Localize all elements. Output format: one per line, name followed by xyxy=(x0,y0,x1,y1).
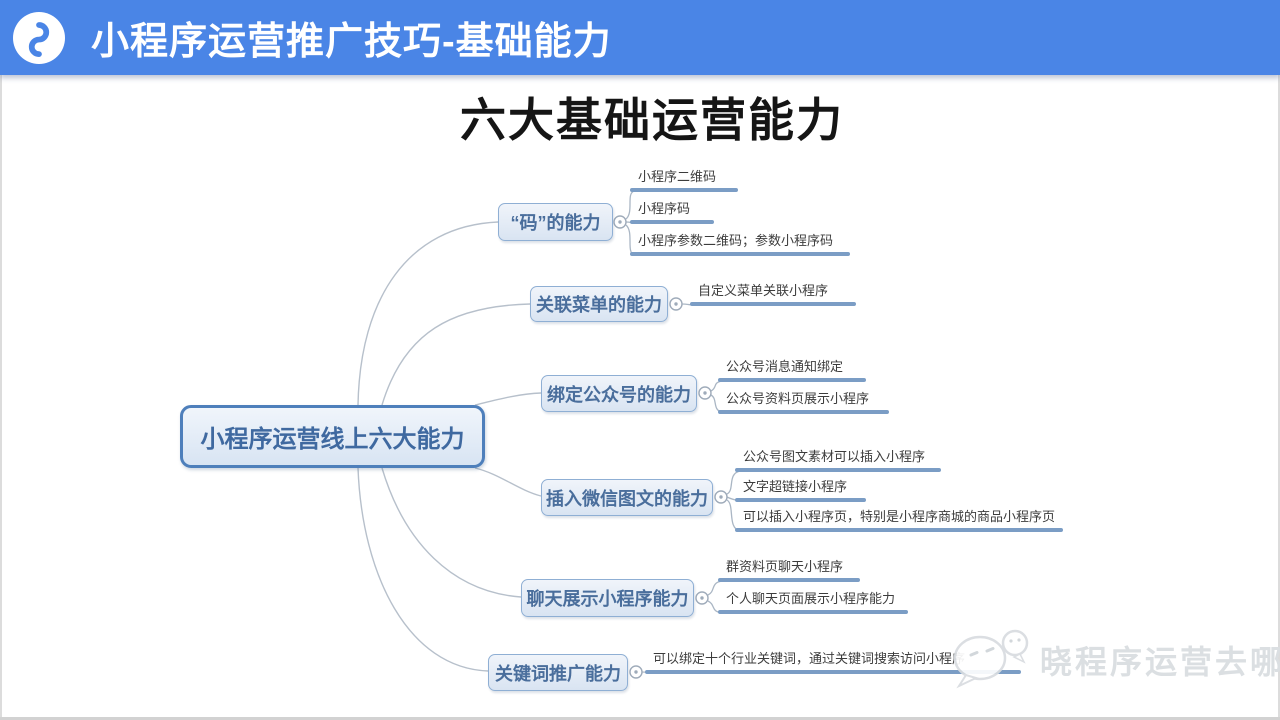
leaf-underline xyxy=(718,610,908,614)
leaf-node: 小程序二维码 xyxy=(630,168,738,192)
mini-program-logo-icon xyxy=(13,11,65,64)
leaf-label: 公众号图文素材可以插入小程序 xyxy=(743,449,926,464)
collapse-toggle-icons xyxy=(613,215,728,679)
mindmap-root-node: 小程序运营线上六大能力 xyxy=(180,405,485,468)
leaf-node: 小程序参数二维码；参数小程序码 xyxy=(630,232,850,256)
leaf-underline xyxy=(718,378,866,382)
leaf-label: 公众号消息通知绑定 xyxy=(726,359,844,374)
leaf-label: 群资料页聊天小程序 xyxy=(726,559,844,574)
leaf-label: 个人聊天页面展示小程序能力 xyxy=(726,591,896,606)
leaf-underline xyxy=(630,188,738,192)
leaf-label: 文字超链接小程序 xyxy=(743,479,848,494)
leaf-node: 自定义菜单关联小程序 xyxy=(690,282,856,306)
leaf-node: 个人聊天页面展示小程序能力 xyxy=(718,590,908,614)
branch-node-chat-display: 聊天展示小程序能力 xyxy=(521,579,694,617)
leaf-node: 可以绑定十个行业关键词，通过关键词搜索访问小程序 xyxy=(645,650,1021,674)
leaf-node: 公众号图文素材可以插入小程序 xyxy=(735,448,941,472)
leaf-node: 可以插入小程序页，特别是小程序商城的商品小程序页 xyxy=(735,508,1063,532)
leaf-underline xyxy=(690,302,856,306)
slide-edge-right xyxy=(1278,75,1280,720)
leaf-label: 可以绑定十个行业关键词，通过关键词搜索访问小程序 xyxy=(653,651,966,666)
leaf-label: 小程序参数二维码；参数小程序码 xyxy=(638,233,834,248)
branch-node-menu: 关联菜单的能力 xyxy=(530,286,668,322)
header-bar: 小程序运营推广技巧-基础能力 xyxy=(0,0,1280,75)
watermark: 晓程序运营去哪 xyxy=(948,628,1280,692)
leaf-label: 小程序二维码 xyxy=(638,169,717,184)
leaf-label: 公众号资料页展示小程序 xyxy=(726,391,870,406)
leaf-underline xyxy=(735,468,941,472)
leaf-node: 小程序码 xyxy=(630,200,714,224)
leaf-node: 群资料页聊天小程序 xyxy=(718,558,860,582)
branch-node-keyword: 关键词推广能力 xyxy=(488,654,628,691)
chat-bubbles-icon xyxy=(953,629,1029,689)
branch-node-article-insert: 插入微信图文的能力 xyxy=(541,479,713,516)
leaf-label: 自定义菜单关联小程序 xyxy=(698,283,829,298)
leaf-underline xyxy=(718,578,860,582)
leaf-underline xyxy=(630,252,850,256)
leaf-underline xyxy=(735,498,866,502)
leaf-node: 文字超链接小程序 xyxy=(735,478,866,502)
leaf-node: 公众号消息通知绑定 xyxy=(718,358,866,382)
leaf-underline xyxy=(718,410,889,414)
leaf-underline xyxy=(735,528,1063,532)
header-title: 小程序运营推广技巧-基础能力 xyxy=(91,21,612,63)
page-title: 六大基础运营能力 xyxy=(460,94,844,146)
slide-edge-left xyxy=(0,75,2,720)
leaf-underline xyxy=(645,670,1021,674)
branch-node-official-account: 绑定公众号的能力 xyxy=(541,375,697,412)
leaf-node: 公众号资料页展示小程序 xyxy=(718,390,889,414)
leaf-underline xyxy=(630,220,714,224)
branch-node-code: “码”的能力 xyxy=(498,203,613,241)
leaf-label: 小程序码 xyxy=(638,201,691,216)
slide-edge-bottom xyxy=(0,717,1280,720)
watermark-text: 晓程序运营去哪 xyxy=(1040,644,1280,680)
leaf-label: 可以插入小程序页，特别是小程序商城的商品小程序页 xyxy=(743,509,1056,524)
